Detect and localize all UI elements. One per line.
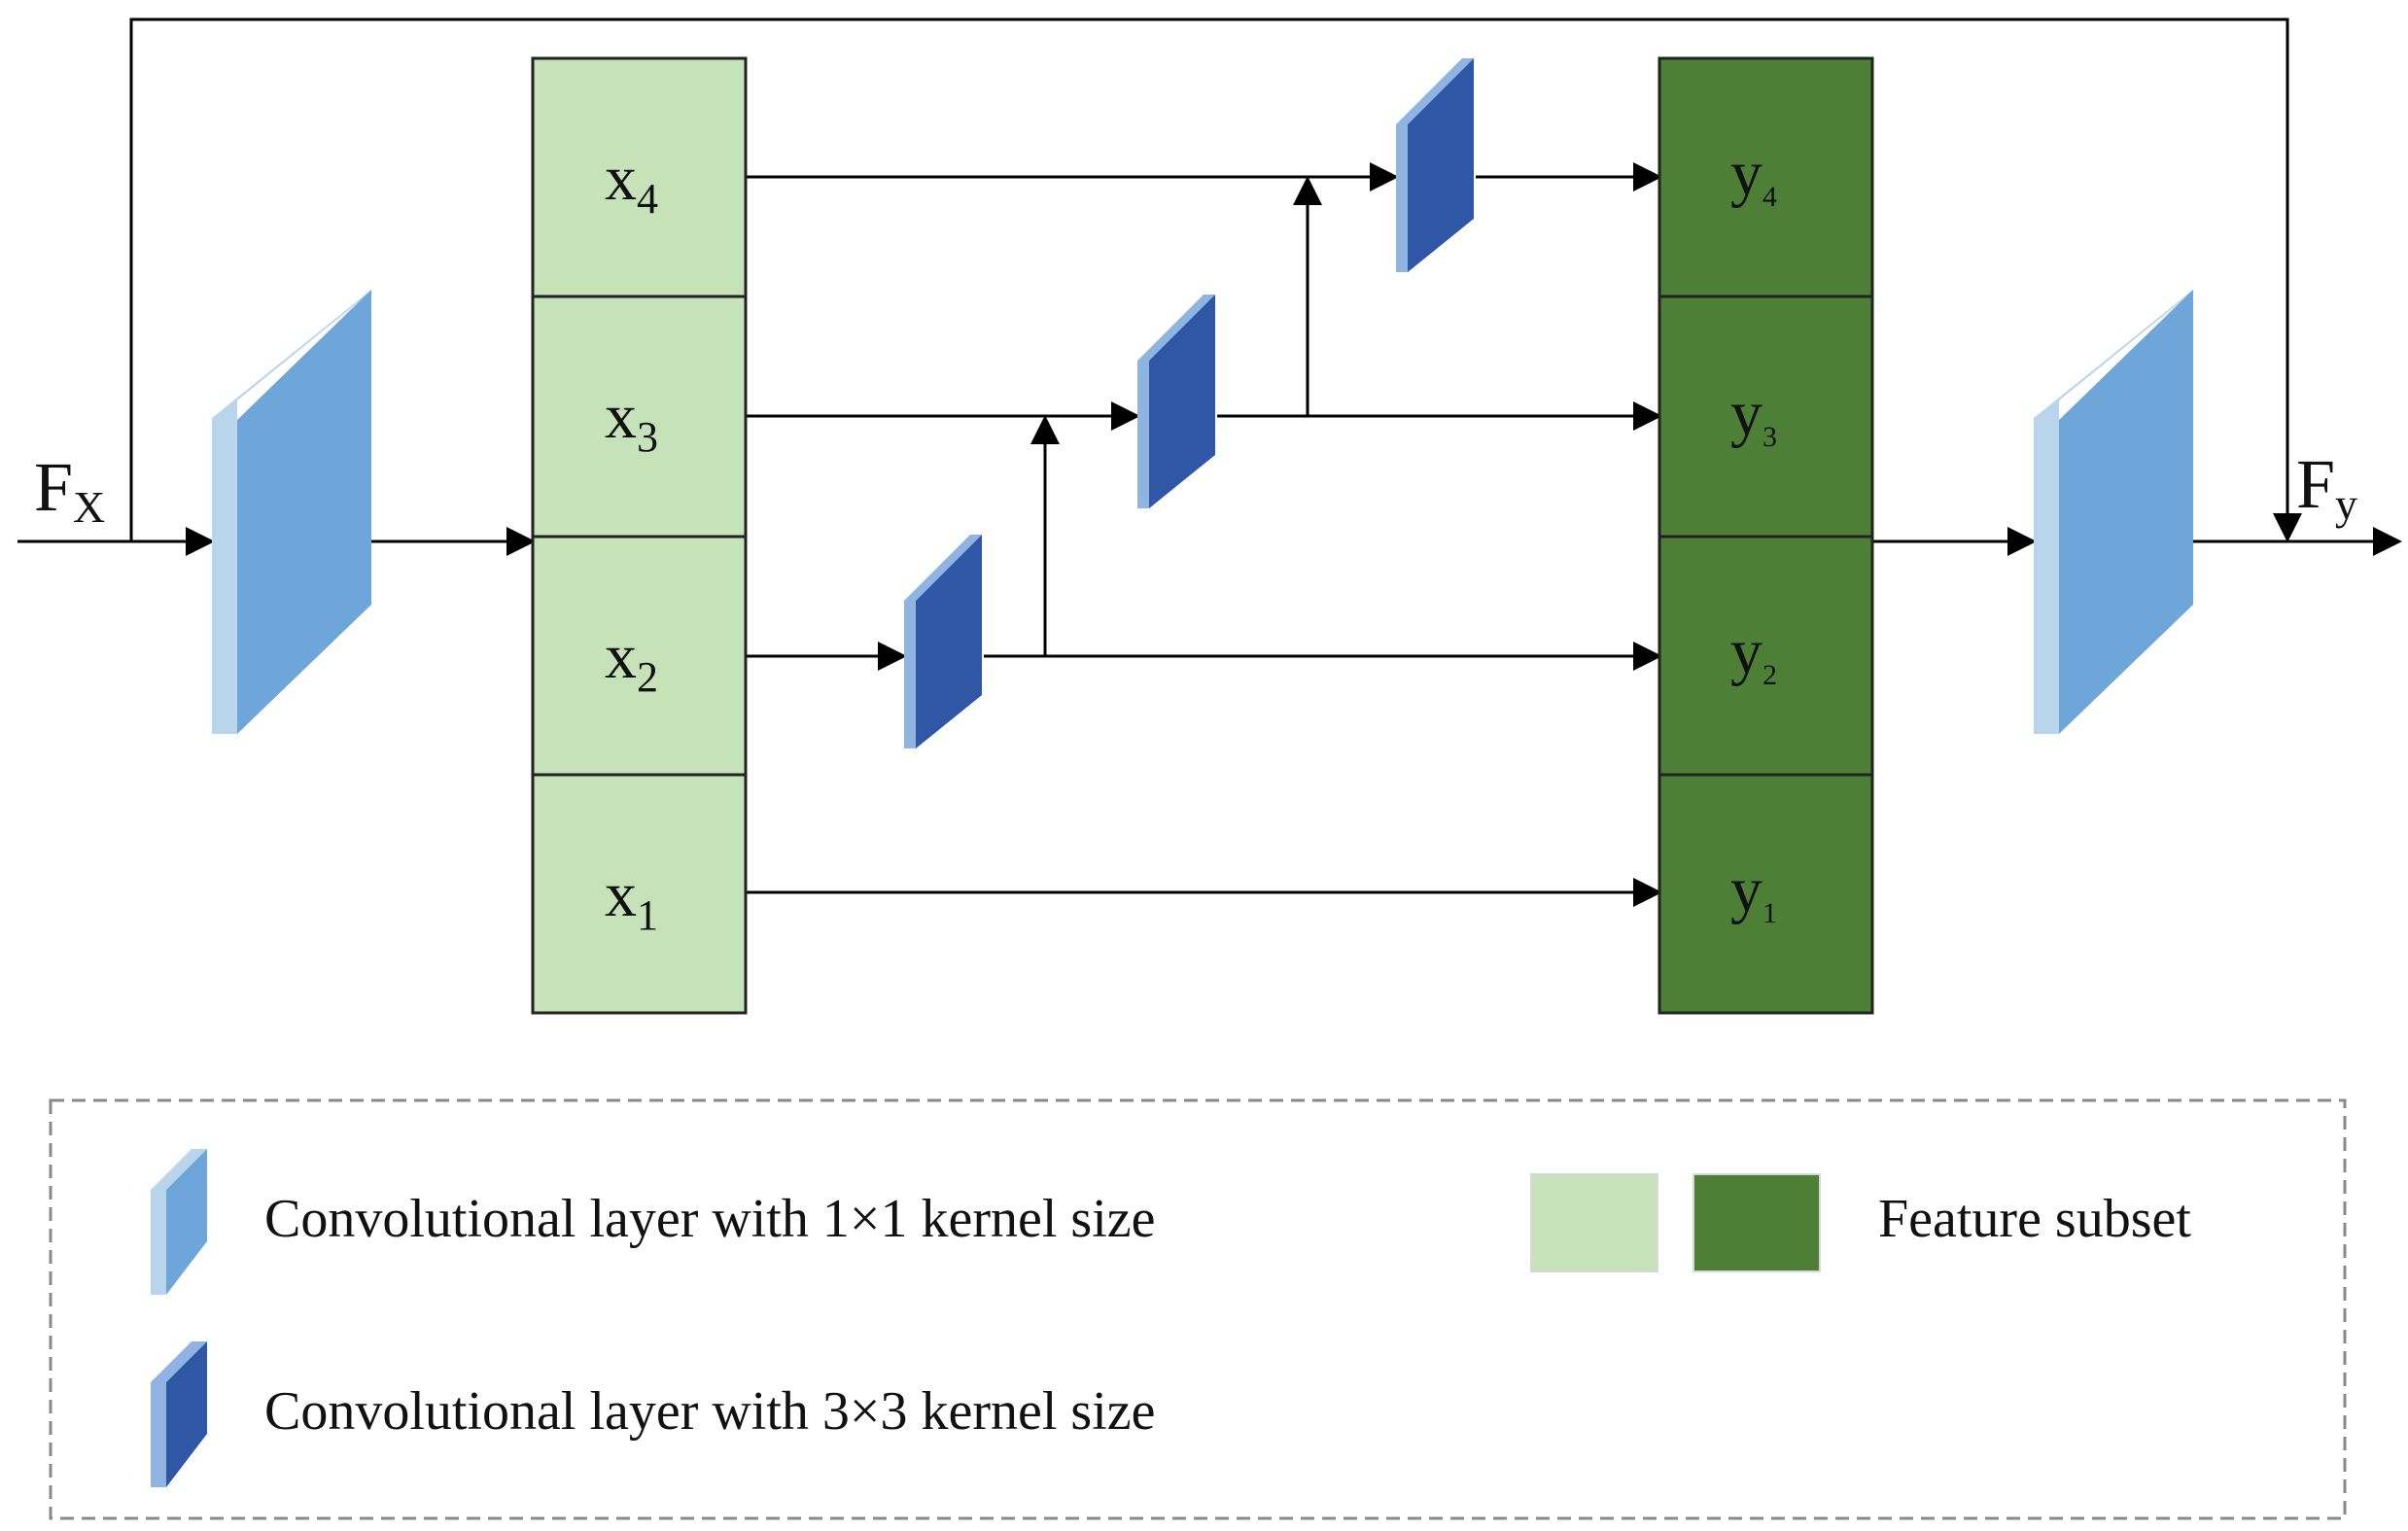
- input-subset-cell: x2: [531, 535, 748, 777]
- conv1x1-side: [212, 418, 237, 734]
- input-subset-cell: x3: [531, 295, 748, 539]
- input-subset-cell: x1: [531, 773, 748, 1015]
- input-label-sub: X: [73, 482, 105, 532]
- conv3x3-layer-3: [1137, 295, 1215, 508]
- svg-text:x3: x3: [605, 381, 658, 461]
- conv3x3-front: [1408, 58, 1474, 272]
- input-subset-sub: 1: [637, 891, 658, 939]
- output-subset-sub: 2: [1762, 659, 1777, 691]
- legend-dark-green-swatch: [1693, 1173, 1821, 1272]
- output-subset-cell: y4: [1658, 56, 1874, 298]
- output-subset-main: y: [1730, 854, 1762, 925]
- input-label-main: F: [34, 448, 73, 526]
- input-subset-main: x: [605, 621, 637, 692]
- input-subset-sub: 2: [637, 653, 658, 701]
- input-subset-sub: 4: [637, 175, 658, 223]
- legend-conv3x3-label: Convolutional layer with 3×3 kernel size: [264, 1381, 1155, 1442]
- input-subset-main: x: [605, 859, 637, 930]
- svg-text:y1: y1: [1730, 854, 1777, 929]
- output-subset-main: y: [1730, 138, 1762, 209]
- svg-text:y3: y3: [1730, 378, 1777, 453]
- output-subset-sub: 4: [1762, 181, 1777, 213]
- svg-text:x2: x2: [605, 621, 658, 701]
- conv1x1-input-layer: [212, 290, 371, 734]
- legend-conv1x1-label: Convolutional layer with 1×1 kernel size: [264, 1189, 1155, 1249]
- output-subset-cell: y3: [1658, 295, 1874, 539]
- connectors: [17, 17, 2402, 907]
- conv1x1-side: [2034, 418, 2059, 734]
- input-subset-cell: x4: [531, 56, 748, 298]
- output-subset-main: y: [1730, 616, 1762, 687]
- legend-box: [49, 1098, 2347, 1520]
- input-label: FX: [34, 448, 105, 532]
- legend-conv3x3-icon: [151, 1341, 207, 1487]
- conv1x1-front: [237, 290, 371, 734]
- output-label-sub: y: [2335, 479, 2357, 529]
- input-subset-main: x: [605, 143, 637, 214]
- skip-connection-line: [129, 17, 2302, 542]
- legend: Convolutional layer with 1×1 kernel size…: [49, 1098, 2347, 1520]
- input-subsets-block: x4 x3 x2 x1: [531, 56, 748, 1015]
- output-subset-sub: 1: [1762, 897, 1777, 929]
- input-subset-sub: 3: [637, 413, 658, 461]
- conv3x3-layer-2: [904, 535, 982, 748]
- conv1x1-output-layer: [2034, 290, 2193, 734]
- output-subsets-block: y4 y3 y2 y1: [1658, 56, 1874, 1015]
- output-label-main: F: [2296, 445, 2335, 523]
- conv3x3-layer-4: [1396, 58, 1474, 272]
- conv3x3-front: [1149, 295, 1215, 508]
- svg-text:x1: x1: [605, 859, 658, 939]
- input-subset-main: x: [605, 381, 637, 452]
- output-subset-cell: y1: [1658, 773, 1874, 1015]
- output-label: Fy: [2296, 445, 2357, 529]
- output-subset-cell: y2: [1658, 535, 1874, 777]
- svg-text:x4: x4: [605, 143, 658, 223]
- legend-light-green-swatch: [1530, 1173, 1658, 1272]
- output-subset-main: y: [1730, 378, 1762, 449]
- output-subset-sub: 3: [1762, 421, 1777, 453]
- legend-feature-subset-label: Feature subset: [1878, 1189, 2191, 1249]
- svg-text:y2: y2: [1730, 616, 1777, 691]
- conv3x3-front: [916, 535, 982, 748]
- svg-text:y4: y4: [1730, 138, 1777, 213]
- conv1x1-front: [2059, 290, 2193, 734]
- legend-conv1x1-icon: [151, 1149, 207, 1295]
